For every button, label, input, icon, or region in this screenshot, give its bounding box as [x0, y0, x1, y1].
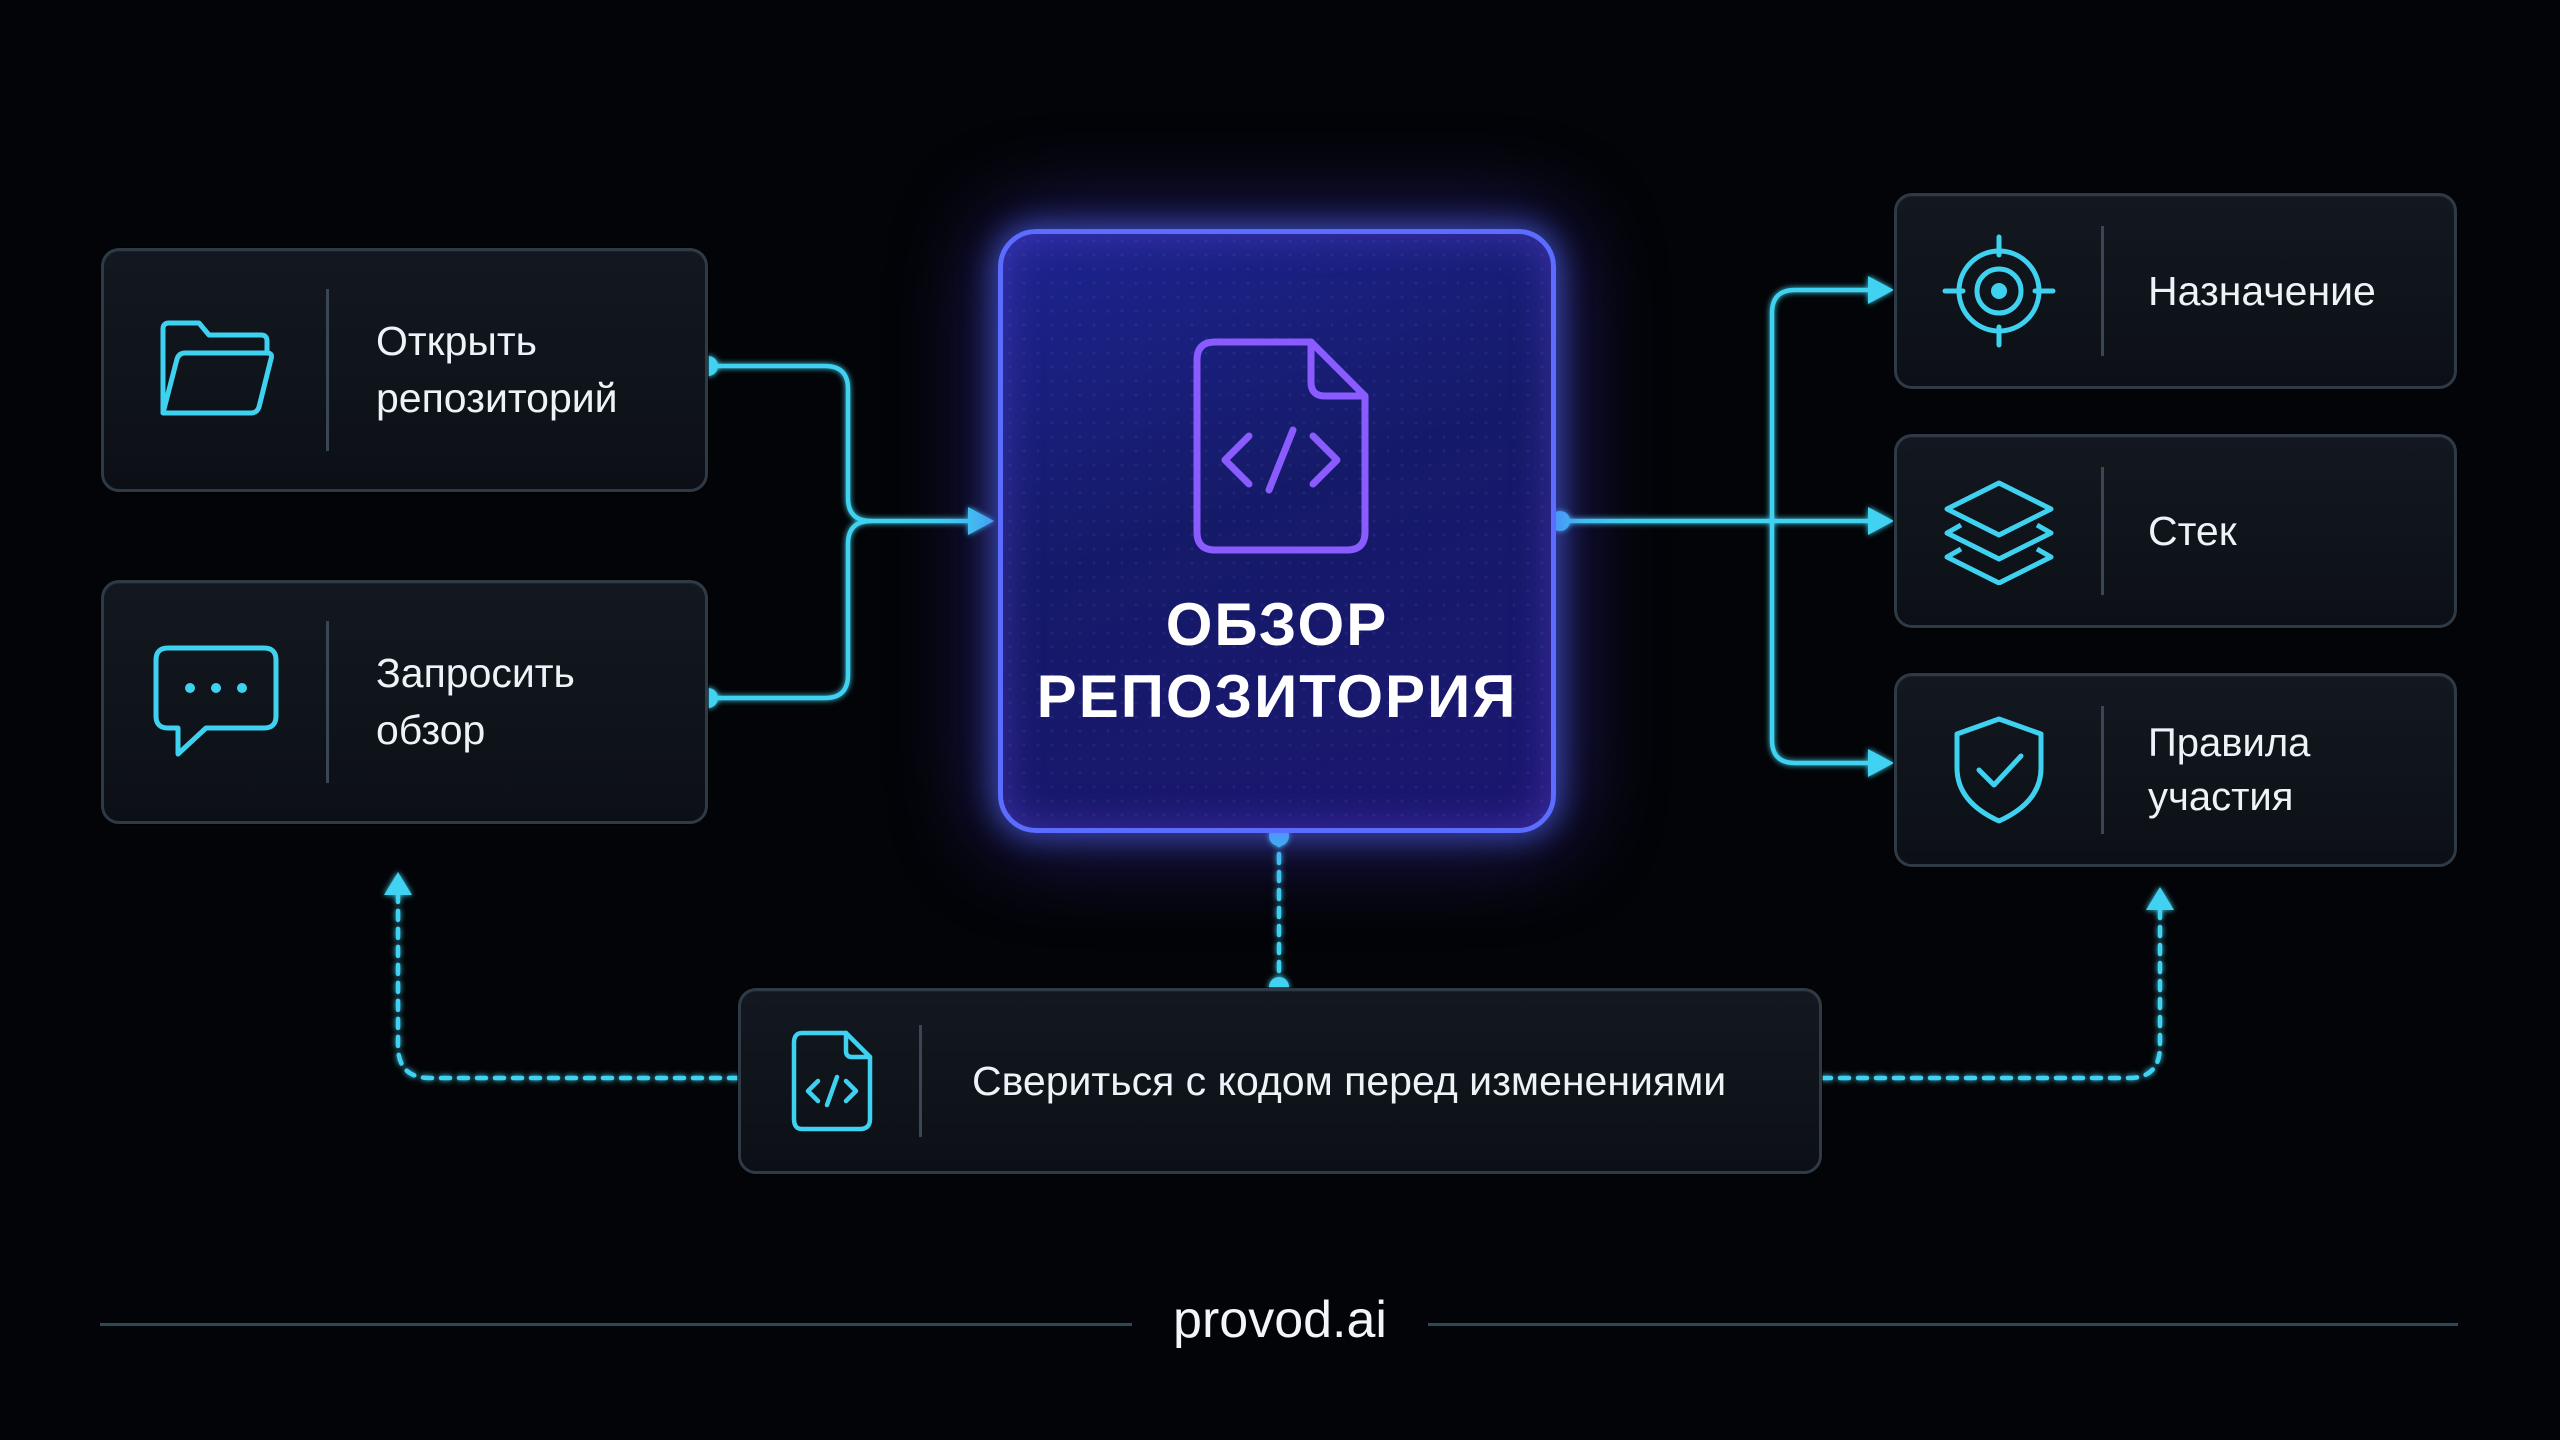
code-file-icon: [1191, 336, 1371, 561]
footer-brand: provod.ai: [1173, 1291, 1387, 1349]
bottom-label: Свериться с кодом перед изменениями: [972, 1057, 1727, 1104]
input-card-request-review: Запросить обзор: [101, 580, 708, 824]
input-label-open-repo: Открыть репозиторий: [376, 318, 618, 421]
input-card-open-repo: Открыть репозиторий: [101, 248, 708, 492]
connector-purpose: [1769, 287, 1871, 766]
shield-check-icon: [1945, 676, 2053, 864]
output-card-purpose: Назначение: [1894, 193, 2457, 389]
bottom-card-check-code: Свериться с кодом перед изменениями: [738, 988, 1822, 1174]
connector-open-repo: [705, 363, 971, 524]
arrowhead-right-up: [2146, 887, 2174, 910]
output-card-contributing: Правила участия: [1894, 673, 2457, 867]
output-label-contributing: Правила участия: [2148, 721, 2311, 819]
footer-divider-left: [100, 1323, 1132, 1326]
center-title: ОБЗОР РЕПОЗИТОРИЯ: [1036, 591, 1518, 730]
connector-request-review: [705, 518, 874, 701]
connector-bottom-right: [1819, 902, 2163, 1081]
footer-divider-right: [1428, 1323, 2458, 1326]
chat-bubble-icon: [146, 583, 286, 821]
output-label-purpose: Назначение: [2148, 267, 2376, 314]
layers-icon: [1941, 437, 2057, 625]
arrowhead-stack: [1868, 507, 1894, 535]
folder-icon: [152, 251, 282, 489]
arrowhead-center: [968, 507, 994, 535]
output-card-stack: Стек: [1894, 434, 2457, 628]
arrowhead-purpose: [1868, 276, 1894, 304]
input-label-request-review: Запросить обзор: [376, 650, 575, 753]
output-label-stack: Стек: [2148, 507, 2237, 554]
code-file-icon: [789, 991, 875, 1171]
target-icon: [1941, 196, 2057, 386]
arrowhead-rules: [1868, 749, 1894, 777]
arrowhead-left-up: [384, 872, 412, 895]
center-node-repo-review: ОБЗОР РЕПОЗИТОРИЯ: [998, 229, 1556, 833]
connector-bottom-left: [395, 887, 741, 1081]
